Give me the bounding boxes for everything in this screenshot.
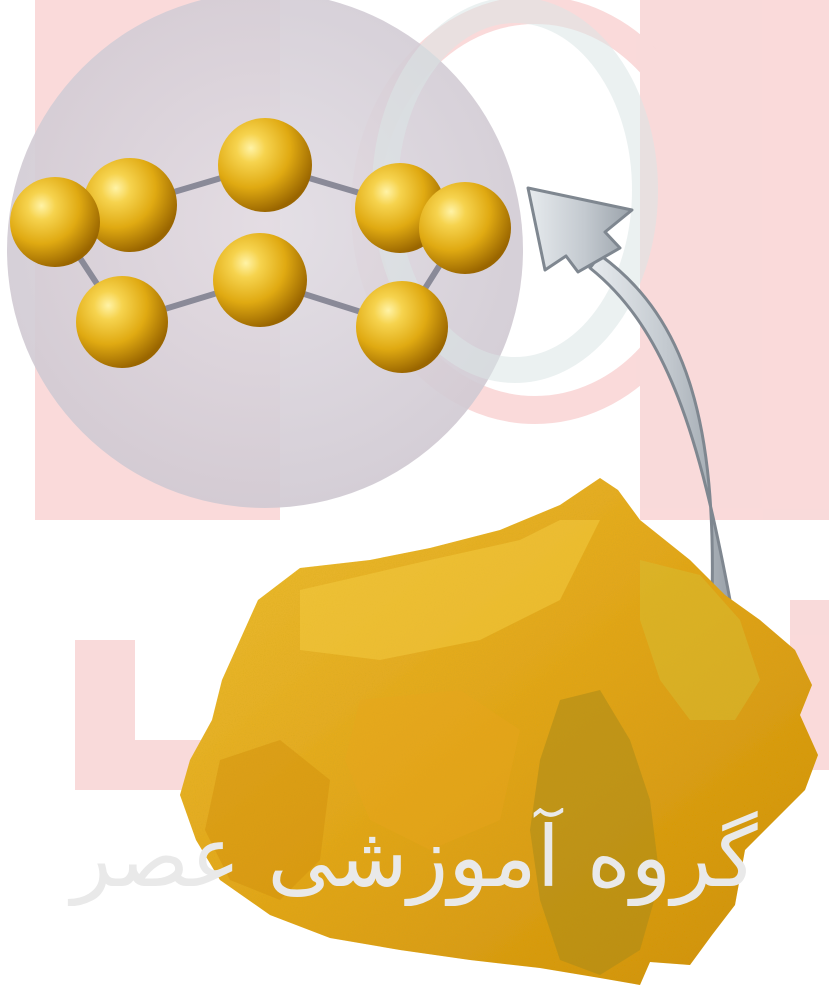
sulfur-atom — [213, 233, 307, 327]
sulfur-atom — [83, 158, 177, 252]
sulfur-atom — [419, 182, 511, 274]
sulfur-atom — [356, 281, 448, 373]
sulfur-atom — [76, 276, 168, 368]
arrow-head — [528, 188, 632, 272]
sulfur-atom — [10, 177, 100, 267]
watermark-text: گروه آموزشی عصر — [0, 808, 829, 906]
sulfur-atom — [218, 118, 312, 212]
